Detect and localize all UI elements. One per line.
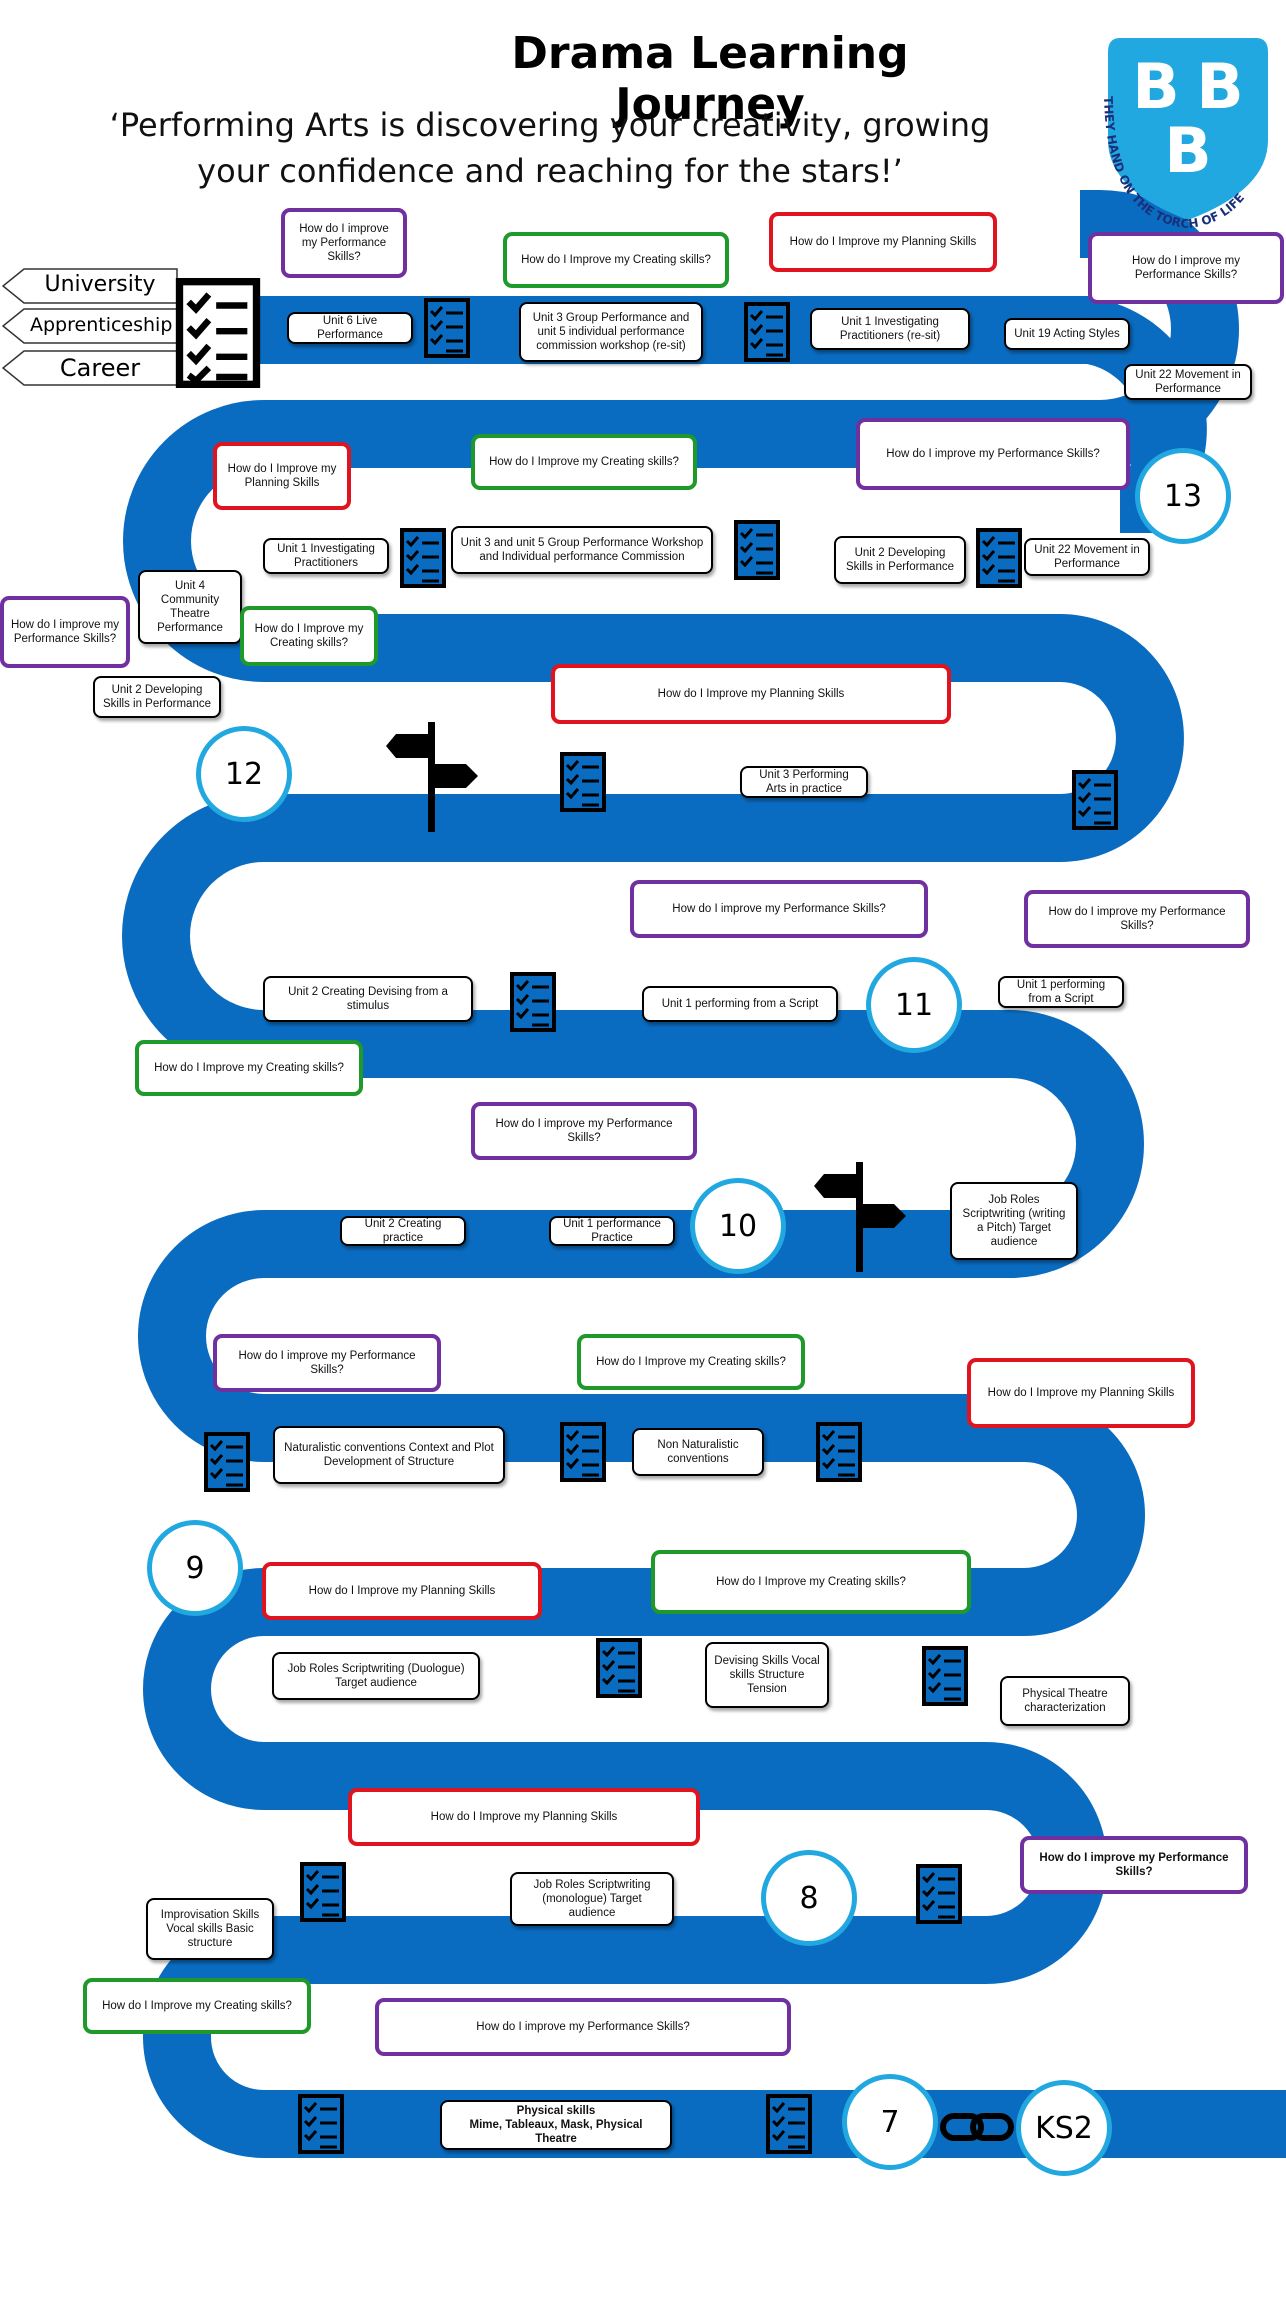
unit-naturalistic-conventions: Naturalistic conventions Context and Plo…: [273, 1426, 505, 1484]
logo-letter-3: B: [1164, 114, 1211, 187]
pathway-arrow-apprenticeship: [2, 308, 178, 344]
year-13-circle: 13: [1135, 448, 1231, 544]
unit-investigating-practitioners: Unit 1 Investigating Practitioners: [263, 538, 389, 574]
unit-group-performance: Unit 3 Group Performance and unit 5 indi…: [519, 302, 703, 362]
checklist-icon: [560, 752, 606, 812]
signpost-icon: [386, 722, 478, 832]
year-8-circle: 8: [761, 1850, 857, 1946]
unit-physical-skills-detail: Mime, Tableaux, Mask, Physical Theatre: [469, 2119, 643, 2145]
checklist-icon: [816, 1422, 862, 1482]
checklist-icon: [298, 2094, 344, 2154]
unit-performing-arts-practice: Unit 3 Performing Arts in practice: [740, 766, 868, 798]
ks2-circle: KS2: [1016, 2080, 1112, 2176]
question-planning: How do I Improve my Planning Skills: [262, 1562, 542, 1620]
checklist-icon: [916, 1864, 962, 1924]
question-performance: How do I improve my Performance Skills?: [375, 1998, 791, 2056]
checklist-icon: [175, 278, 261, 388]
year-10-circle: 10: [690, 1178, 786, 1274]
question-creating: How do I Improve my Creating skills?: [651, 1550, 971, 1614]
year-7-circle: 7: [842, 2074, 938, 2170]
question-planning: How do I Improve my Planning Skills: [551, 664, 951, 724]
pathway-arrow-university: [2, 268, 178, 304]
unit-job-roles-pitch: Job Roles Scriptwriting (writing a Pitch…: [950, 1182, 1078, 1260]
logo-letter-1: B: [1132, 50, 1179, 123]
checklist-icon: [922, 1646, 968, 1706]
unit-physical-skills: Physical skills Mime, Tableaux, Mask, Ph…: [440, 2100, 672, 2150]
unit-movement-performance: Unit 22 Movement in Performance: [1024, 538, 1150, 576]
pathway-apprenticeship: Apprenticeship: [30, 314, 173, 336]
checklist-icon: [596, 1638, 642, 1698]
unit-community-theatre: Unit 4 Community Theatre Performance: [138, 570, 242, 644]
logo-letter-2: B: [1196, 50, 1243, 123]
checklist-icon: [560, 1422, 606, 1482]
checklist-icon: [400, 528, 446, 588]
question-planning: How do I Improve my Planning Skills: [769, 212, 997, 272]
year-9-circle: 9: [147, 1520, 243, 1616]
unit-developing-skills: Unit 2 Developing Skills in Performance: [93, 676, 221, 718]
unit-job-roles-duologue: Job Roles Scriptwriting (Duologue) Targe…: [272, 1652, 480, 1700]
question-creating: How do I Improve my Creating skills?: [471, 434, 697, 490]
question-performance: How do I improve my Performance Skills?: [1020, 1836, 1248, 1894]
unit-creating-devising: Unit 2 Creating Devising from a stimulus: [263, 976, 473, 1022]
unit-performing-script: Unit 1 performing from a Script: [642, 986, 838, 1022]
question-performance: How do I improve my Performance Skills?: [0, 596, 130, 668]
checklist-icon: [766, 2094, 812, 2154]
unit-devising-skills: Devising Skills Vocal skills Structure T…: [705, 1642, 829, 1708]
question-performance: How do I improve my Performance Skills?: [630, 880, 928, 938]
question-performance: How do I improve my Performance Skills?: [1024, 890, 1250, 948]
question-performance: How do I improve my Performance Skills?: [1088, 232, 1284, 304]
question-performance: How do I improve my Performance Skills?: [856, 418, 1130, 490]
unit-performance-practice: Unit 1 performance Practice: [549, 1216, 675, 1246]
unit-acting-styles: Unit 19 Acting Styles: [1004, 318, 1130, 350]
unit-physical-skills-title: Physical skills: [516, 2105, 596, 2117]
pathway-career: Career: [59, 354, 141, 382]
pathway-arrow-career: [2, 350, 178, 386]
year-12-circle: 12: [196, 726, 292, 822]
unit-creating-practice: Unit 2 Creating practice: [340, 1216, 466, 1246]
unit-live-performance: Unit 6 Live Performance: [287, 312, 413, 344]
question-planning: How do I Improve my Planning Skills: [213, 442, 351, 510]
signpost-icon: [814, 1162, 906, 1272]
unit-physical-theatre: Physical Theatre characterization: [1000, 1676, 1130, 1726]
question-creating: How do I Improve my Creating skills?: [135, 1040, 363, 1096]
question-creating: How do I Improve my Creating skills?: [83, 1978, 311, 2034]
checklist-icon: [1072, 770, 1118, 830]
unit-improvisation-skills: Improvisation Skills Vocal skills Basic …: [146, 1898, 274, 1960]
checklist-icon: [744, 302, 790, 362]
question-performance: How do I improve my Performance Skills?: [213, 1334, 441, 1392]
question-planning: How do I Improve my Planning Skills: [348, 1788, 700, 1846]
question-planning: How do I Improve my Planning Skills: [967, 1358, 1195, 1428]
page-title: Drama Learning Journey: [511, 28, 909, 130]
unit-movement-performance: Unit 22 Movement in Performance: [1124, 364, 1252, 400]
unit-group-workshop: Unit 3 and unit 5 Group Performance Work…: [451, 526, 713, 574]
unit-non-naturalistic: Non Naturalistic conventions: [632, 1428, 764, 1476]
checklist-icon: [976, 528, 1022, 588]
question-performance: How do I improve my Performance Skills?: [281, 208, 407, 278]
unit-investigating-practitioners: Unit 1 Investigating Practitioners (re-s…: [810, 308, 970, 350]
unit-job-roles-monologue: Job Roles Scriptwriting (monologue) Targ…: [510, 1872, 674, 1926]
checklist-icon: [300, 1862, 346, 1922]
question-creating: How do I Improve my Creating skills?: [577, 1334, 805, 1390]
unit-developing-skills: Unit 2 Developing Skills in Performance: [834, 536, 966, 584]
year-11-circle: 11: [866, 957, 962, 1053]
checklist-icon: [424, 298, 470, 358]
checklist-icon: [204, 1432, 250, 1492]
question-creating: How do I Improve my Creating skills?: [503, 232, 729, 288]
chain-link-icon: [940, 2113, 1014, 2141]
pathway-university: University: [44, 272, 156, 297]
unit-performing-script: Unit 1 performing from a Script: [998, 976, 1124, 1008]
question-creating: How do I Improve my Creating skills?: [240, 606, 378, 666]
page-subtitle: ‘Performing Arts is discovering your cre…: [109, 106, 991, 190]
checklist-icon: [734, 520, 780, 580]
school-logo: B B B THEY HAND ON THE TORCH OF LIFE: [1101, 38, 1268, 230]
checklist-icon: [510, 972, 556, 1032]
question-performance: How do I improve my Performance Skills?: [471, 1102, 697, 1160]
